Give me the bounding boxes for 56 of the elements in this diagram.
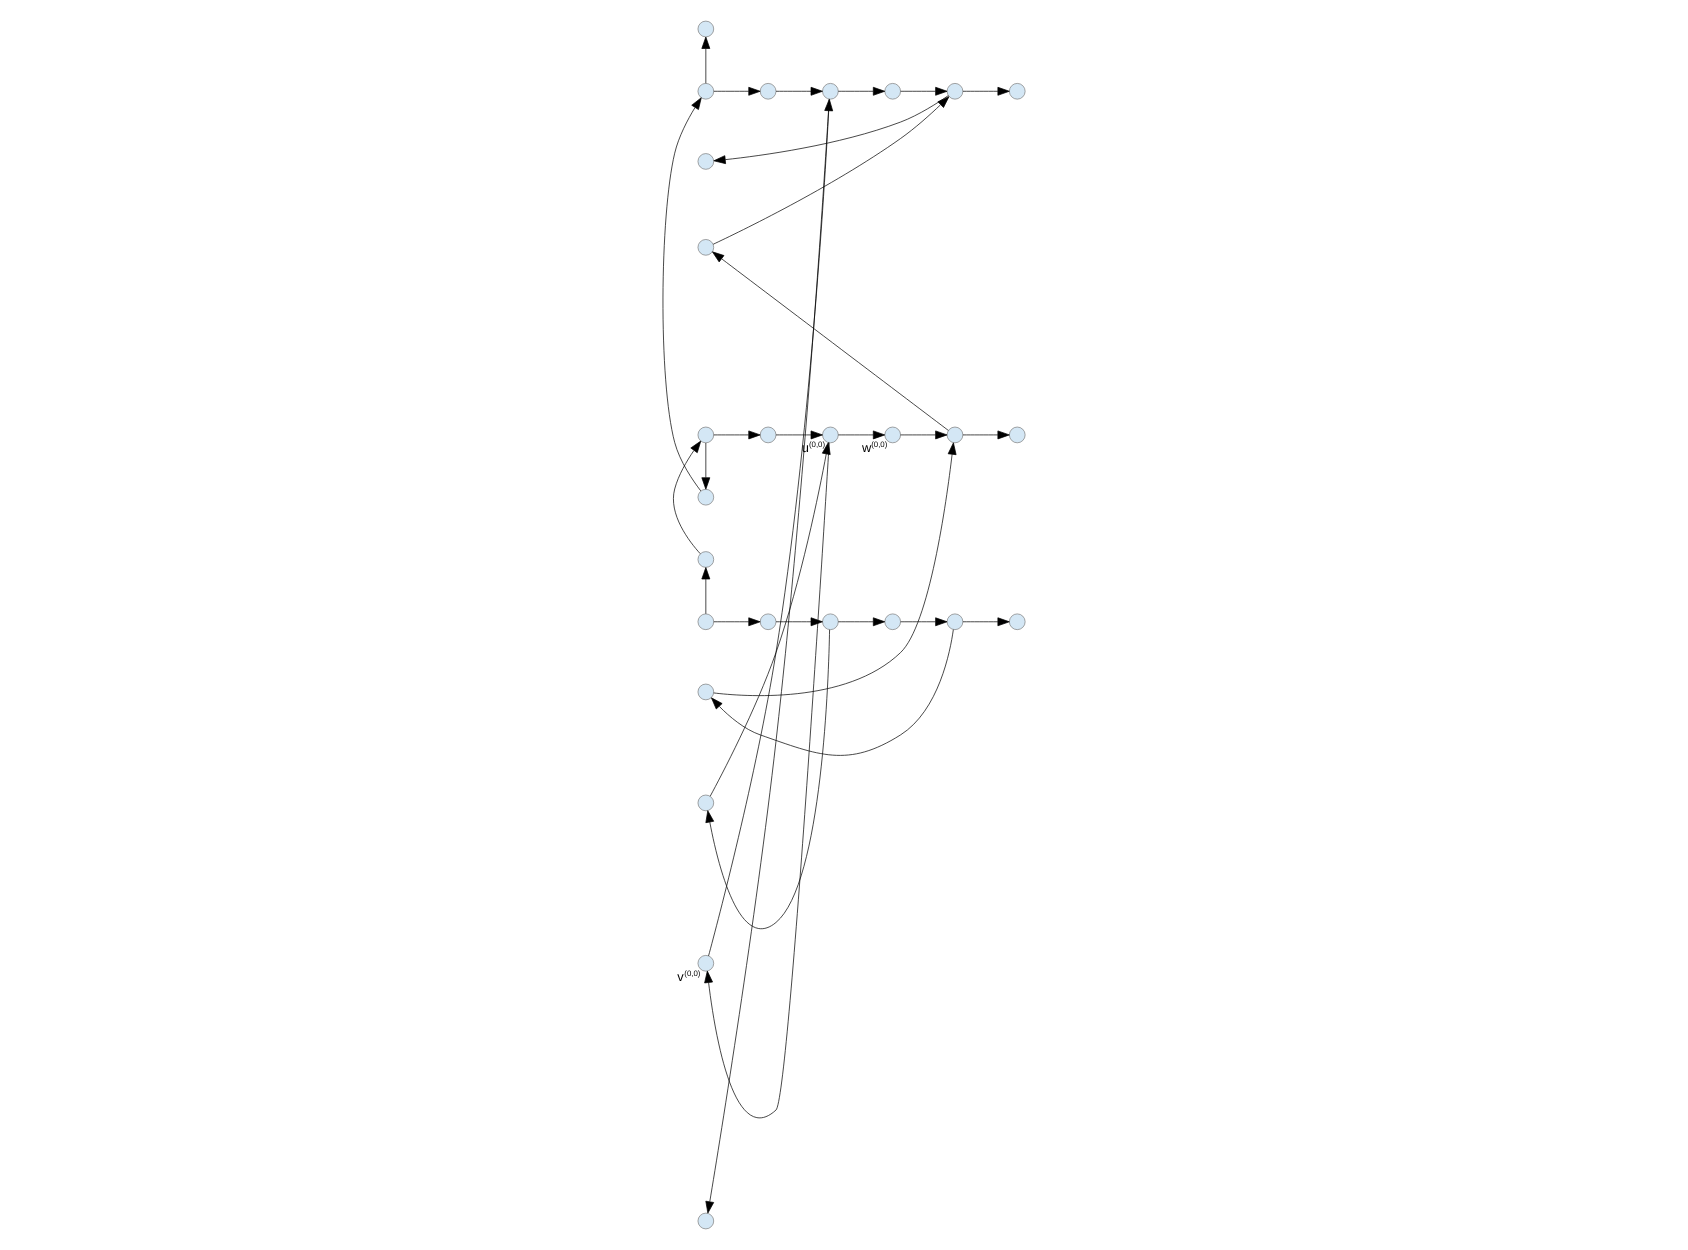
arrow xyxy=(900,430,948,440)
node-circle xyxy=(822,613,839,630)
arrow xyxy=(708,98,834,957)
arrow xyxy=(712,251,949,431)
arrow xyxy=(713,86,761,96)
arrow xyxy=(900,86,948,96)
node-circle xyxy=(697,551,715,568)
arrow xyxy=(838,430,886,440)
arrow xyxy=(713,617,761,627)
arrow xyxy=(838,617,886,627)
node-circle xyxy=(697,426,715,444)
node-circle xyxy=(946,613,964,630)
node-circle xyxy=(697,488,715,506)
node-circle xyxy=(822,83,839,100)
node-circle xyxy=(759,83,777,100)
arrow xyxy=(712,96,950,245)
node-circle xyxy=(884,83,901,100)
arrow xyxy=(701,36,711,84)
node-circle xyxy=(946,426,964,444)
node-circle xyxy=(759,613,777,630)
arrow xyxy=(701,567,711,615)
node-circle xyxy=(697,153,715,170)
node-circle xyxy=(1009,613,1026,630)
node-circle xyxy=(759,426,777,444)
node-circle xyxy=(697,955,715,972)
node-circle xyxy=(697,794,715,812)
arrow xyxy=(838,86,886,96)
node-circle xyxy=(884,426,901,444)
arrow xyxy=(705,629,830,929)
arrow xyxy=(662,97,702,492)
node-circle xyxy=(884,613,901,630)
arrow xyxy=(713,95,949,164)
node-circle xyxy=(822,426,839,444)
node-circle xyxy=(697,613,715,630)
arrow xyxy=(701,442,711,490)
node-circle xyxy=(697,83,715,100)
arrow xyxy=(962,430,1010,440)
arrow xyxy=(713,442,957,696)
arrow xyxy=(775,430,823,440)
arrow xyxy=(962,86,1010,96)
node-circle xyxy=(946,83,964,100)
arrow xyxy=(900,617,948,627)
arrow xyxy=(775,86,823,96)
node-circle xyxy=(697,1212,715,1230)
node-circle xyxy=(697,239,715,256)
arrow xyxy=(711,629,954,756)
arrow xyxy=(673,440,702,555)
arrow xyxy=(713,430,761,440)
arrow xyxy=(962,617,1010,627)
arrow xyxy=(775,617,823,627)
node-circle xyxy=(1009,83,1026,100)
node-circle xyxy=(697,683,715,701)
node-circle xyxy=(697,20,715,38)
node-circle xyxy=(1009,426,1026,444)
arrow xyxy=(709,442,831,797)
arrow xyxy=(704,442,830,1118)
